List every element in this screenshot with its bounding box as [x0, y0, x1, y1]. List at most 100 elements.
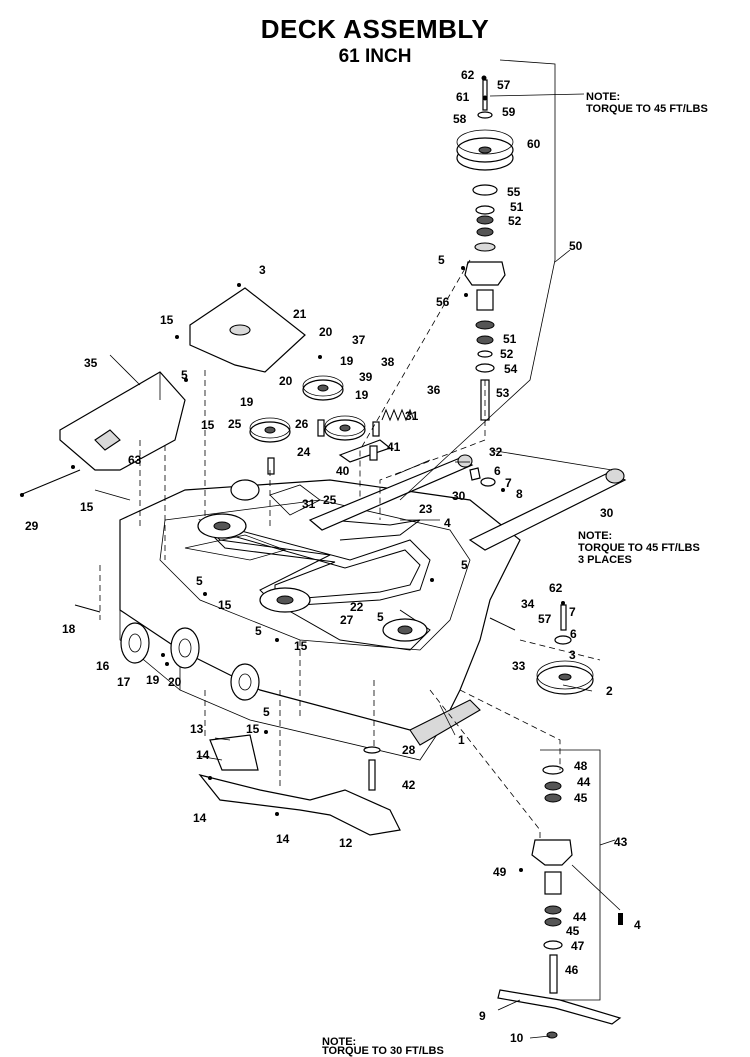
- explosion-lines: [99, 259, 601, 840]
- callout-20b: 20: [279, 374, 293, 388]
- callout-46: 46: [565, 963, 579, 977]
- callout-25b: 25: [323, 493, 337, 507]
- callout-15e: 15: [294, 639, 308, 653]
- gauge-wheels: [120, 479, 260, 701]
- callout-56: 56: [436, 295, 450, 309]
- callout-57a: 57: [497, 78, 511, 92]
- callout-20a: 20: [319, 325, 333, 339]
- callout-44a: 44: [577, 775, 591, 789]
- note-right-line-1: NOTE:: [578, 530, 613, 542]
- callout-37: 37: [352, 333, 366, 347]
- callout-15a: 15: [160, 313, 174, 327]
- deck-pulleys: [197, 513, 428, 642]
- callout-2: 2: [606, 684, 613, 698]
- callout-17: 17: [117, 675, 131, 689]
- callout-18: 18: [62, 622, 76, 636]
- callout-20c: 20: [168, 675, 182, 689]
- callout-14a: 14: [196, 748, 210, 762]
- note-right-line-2: TORQUE TO 45 FT/LBS: [578, 542, 700, 554]
- callout-34: 34: [521, 597, 535, 611]
- callout-53: 53: [496, 386, 510, 400]
- callout-51b: 51: [503, 332, 517, 346]
- callout-14b: 14: [193, 811, 207, 825]
- callout-28: 28: [402, 743, 416, 757]
- callout-12: 12: [339, 836, 353, 850]
- callout-63: 63: [128, 453, 142, 467]
- callout-13: 13: [190, 722, 204, 736]
- callout-16: 16: [96, 659, 110, 673]
- note-top: NOTE: TORQUE TO 45 FT/LBS: [586, 91, 708, 115]
- callout-39: 39: [359, 370, 373, 384]
- callout-15f: 15: [246, 722, 260, 736]
- rods: [19, 469, 516, 631]
- callout-52b: 52: [500, 347, 514, 361]
- callout-60: 60: [527, 137, 541, 151]
- callout-31a: 31: [405, 409, 419, 423]
- diagram-title: DECK ASSEMBLY: [260, 14, 490, 44]
- callout-5c: 5: [461, 558, 468, 572]
- callout-3a: 3: [259, 263, 266, 277]
- callout-26: 26: [295, 417, 309, 431]
- callout-47: 47: [571, 939, 585, 953]
- callout-4a: 4: [444, 516, 451, 530]
- callout-15c: 15: [80, 500, 94, 514]
- note-right-line-3: 3 PLACES: [578, 554, 632, 566]
- pto-pulley: [469, 467, 594, 695]
- callout-45a: 45: [574, 791, 588, 805]
- callout-7b: 7: [569, 605, 576, 619]
- fasteners: [20, 75, 623, 925]
- callout-41: 41: [387, 440, 401, 454]
- callout-6b: 6: [570, 627, 577, 641]
- lift-arms: [308, 454, 627, 551]
- callout-3b: 3: [569, 648, 576, 662]
- callout-5e: 5: [377, 610, 384, 624]
- callout-59: 59: [502, 105, 516, 119]
- callout-10: 10: [510, 1031, 524, 1045]
- callout-5a: 5: [438, 253, 445, 267]
- baffle: [198, 734, 401, 836]
- callout-4b: 4: [634, 918, 641, 932]
- top-spindle-assembly: [456, 79, 514, 421]
- callout-27: 27: [340, 613, 354, 627]
- callout-9: 9: [479, 1009, 486, 1023]
- bottom-spindle-assembly: [497, 765, 622, 1039]
- callout-14c: 14: [276, 832, 290, 846]
- discharge-chute: [59, 371, 186, 471]
- callout-62b: 62: [549, 581, 563, 595]
- callout-1: 1: [458, 733, 465, 747]
- callout-5b: 5: [181, 368, 188, 382]
- callout-32: 32: [489, 445, 503, 459]
- callout-45b: 45: [566, 924, 580, 938]
- callout-23: 23: [419, 502, 433, 516]
- callout-40: 40: [336, 464, 350, 478]
- callout-42: 42: [402, 778, 416, 792]
- callout-33: 33: [512, 659, 526, 673]
- callout-61: 61: [456, 90, 470, 104]
- callout-57b: 57: [538, 612, 552, 626]
- callout-6a: 6: [494, 464, 501, 478]
- note-top-line-1: NOTE:: [586, 91, 621, 103]
- callout-55: 55: [507, 185, 521, 199]
- callout-62a: 62: [461, 68, 475, 82]
- note-right: NOTE: TORQUE TO 45 FT/LBS 3 PLACES: [578, 530, 700, 566]
- callout-25a: 25: [228, 417, 242, 431]
- note-top-line-2: TORQUE TO 45 FT/LBS: [586, 103, 708, 115]
- callout-15d: 15: [218, 598, 232, 612]
- callout-22: 22: [350, 600, 364, 614]
- callout-30a: 30: [452, 489, 466, 503]
- callout-36: 36: [427, 383, 441, 397]
- callout-58: 58: [453, 112, 467, 126]
- callout-29: 29: [25, 519, 39, 533]
- callout-54: 54: [504, 362, 518, 376]
- callout-5f: 5: [255, 624, 262, 638]
- callout-35: 35: [84, 356, 98, 370]
- callout-labels: 62 57 61 59 58 60 55 51 52 50 5 56 51 52…: [25, 68, 641, 1045]
- callout-5d: 5: [196, 574, 203, 588]
- idler-spring: [338, 408, 415, 463]
- callout-44b: 44: [573, 910, 587, 924]
- callout-15b: 15: [201, 418, 215, 432]
- callout-7a: 7: [505, 476, 512, 490]
- callout-5g: 5: [263, 705, 270, 719]
- callout-38: 38: [381, 355, 395, 369]
